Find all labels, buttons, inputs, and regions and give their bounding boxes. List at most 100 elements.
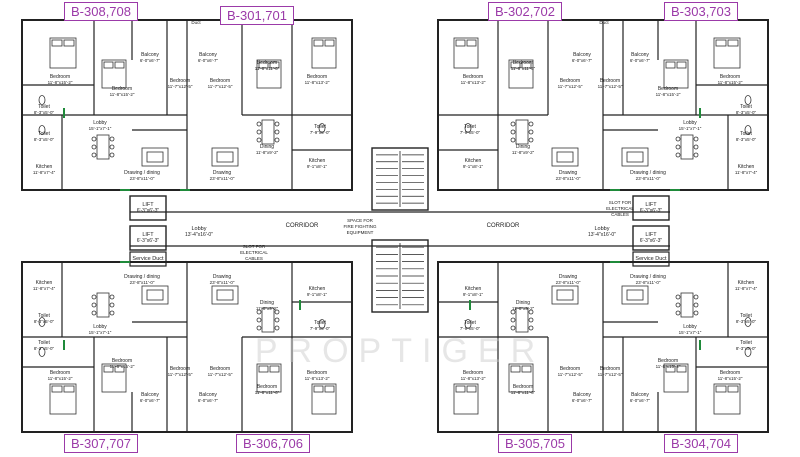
chair [510, 121, 516, 127]
lobby-left-dim: 13'-4"x16'-0" [185, 232, 213, 238]
room-name: Bedroom [513, 60, 533, 66]
pillow [510, 365, 521, 373]
unit-label-b302: B-302,702 [488, 2, 562, 21]
room-name: Balcony [141, 392, 159, 398]
unit-label-b307: B-307,707 [64, 434, 138, 453]
chair [510, 317, 516, 323]
room-dimension: 11'-8"x7'-4" [33, 170, 56, 175]
room-name: Toilet [464, 320, 476, 326]
sofa [551, 147, 579, 167]
lift-shaft [632, 195, 670, 221]
chair [693, 152, 699, 158]
room-name: Kitchen [309, 158, 326, 164]
room-dimension: 6'-0"x6'-7" [140, 398, 161, 403]
room-name: Kitchen [36, 164, 53, 170]
pillow [466, 39, 477, 47]
pillow [715, 385, 727, 393]
dining-table [515, 119, 529, 145]
room-dimension: 11'-8"x13'-2" [461, 376, 486, 381]
room-dimension: 11'-8"x9'-2" [256, 150, 279, 155]
room-name: Lobby [93, 324, 107, 330]
pillow [114, 365, 125, 373]
lift-shaft [632, 225, 670, 251]
sofa-seat [146, 151, 164, 163]
slot-left-line-1: SLOT FOR [243, 244, 266, 249]
pillow [715, 39, 727, 47]
room-dimension: 11'-8"x11'-6" [255, 390, 280, 395]
pillow [665, 61, 676, 69]
room-name: Dining [516, 300, 530, 306]
bed [663, 59, 689, 89]
room-dimension: 11'-8"x11'-6" [511, 390, 536, 395]
bed [663, 363, 689, 393]
lobby-right-label: Lobby [595, 226, 610, 232]
chair [91, 144, 97, 150]
room-name: Dining [260, 144, 274, 150]
pillow [51, 39, 63, 47]
corridor-right-label: CORRIDOR [487, 223, 520, 229]
room-dimension: 11'-8"x15'-2" [656, 92, 681, 97]
pillow [521, 365, 532, 373]
wc-symbol [38, 125, 46, 135]
room-name: Kitchen [36, 280, 53, 286]
furniture [38, 37, 752, 415]
unit-label-b303: B-303,703 [664, 2, 738, 21]
room-dimension: 11'-7"x12'-5" [168, 84, 193, 89]
room-dimension: 23'-8"x11'-0" [556, 176, 581, 181]
room-dimension: 23'-8"x11'-0" [556, 280, 581, 285]
fire-space-line-3: EQUIPMENT [347, 230, 374, 235]
room-dimension: 6'-0"x6'-7" [140, 58, 161, 63]
sofa [141, 147, 169, 167]
slot-right-line-3: CABLES [611, 212, 629, 217]
room-dimension: 8'-3"x5'-0" [736, 346, 757, 351]
fire-space-line-1: SPACE FOR [347, 218, 373, 223]
room-dimension: 11'-8"x15'-2" [48, 376, 73, 381]
room-name: Balcony [631, 392, 649, 398]
chair [675, 144, 681, 150]
room-dimension: 11'-8"x7'-4" [33, 286, 56, 291]
slot-left-line-2: ELECTRICAL [240, 250, 268, 255]
pillow [269, 61, 280, 69]
room-name: Kitchen [738, 164, 755, 170]
room-dimension: 11'-8"x15'-2" [48, 80, 73, 85]
wc-symbol [744, 347, 752, 357]
room-name: Balcony [631, 52, 649, 58]
bed [49, 383, 77, 415]
unit-label-b304: B-304,704 [664, 434, 738, 453]
room-name: Toilet [740, 104, 752, 110]
dining-table [261, 119, 275, 145]
chair [109, 152, 115, 158]
room-dimension: 8'-3"x5'-0" [736, 110, 757, 115]
dining-table [96, 134, 110, 160]
room-name: Bedroom [50, 370, 70, 376]
chair [109, 294, 115, 300]
dining-table [261, 307, 275, 333]
room-dimension: 8'-3"x5'-0" [736, 319, 757, 324]
room-name: Drawing [559, 274, 578, 280]
room-labels: Bedroom11'-8"x15'-2"Bedroom11'-8"x15'-2"… [33, 52, 758, 403]
corridor-left-label: CORRIDOR [286, 223, 319, 229]
chair [510, 129, 516, 135]
pillow [63, 385, 75, 393]
lift-shaft [129, 195, 167, 221]
bed [101, 363, 127, 393]
sofa-seat [216, 151, 234, 163]
pillow [455, 385, 466, 393]
service-duct-box [129, 251, 167, 267]
sofa [211, 147, 239, 167]
dining-table [680, 134, 694, 160]
door-markers [63, 108, 701, 350]
room-name: Bedroom [560, 366, 580, 372]
room-name: Drawing [559, 170, 578, 176]
room-name: Bedroom [170, 366, 190, 372]
room-name: Bedroom [513, 384, 533, 390]
room-dimension: 11'-7"x12'-5" [558, 372, 583, 377]
lift-1-label: LIFT [142, 202, 154, 208]
room-dimension: 11'-7"x12'-5" [168, 372, 193, 377]
service-duct-box [632, 251, 670, 267]
room-name: Balcony [199, 52, 217, 58]
room-dimension: 15'-1"x7'-1" [679, 126, 702, 131]
lift-shaft [129, 225, 167, 251]
pillow [114, 61, 125, 69]
lift-2-label: LIFT [142, 232, 154, 238]
